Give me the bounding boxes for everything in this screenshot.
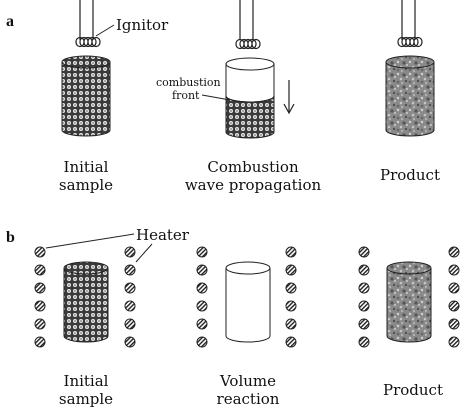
combustion-front-leader-line (201, 94, 231, 101)
caption-a2-line2: wave propagation (185, 176, 322, 194)
heater-coil-column-b3-left (358, 246, 370, 348)
heater-coil-column-b1-right (124, 246, 136, 348)
caption-b1-line2: sample (59, 390, 113, 408)
heater-coil-column-b3-right (448, 246, 460, 348)
caption-b2-line1: Volume (219, 372, 276, 390)
caption-b2-line2: reaction (217, 390, 280, 408)
combustion-front-label-line2: front (172, 89, 200, 102)
ignitor-icon (397, 0, 423, 48)
heater-label: Heater (136, 226, 190, 244)
down-arrow-icon (283, 80, 295, 115)
ignitor-icon (235, 0, 261, 50)
panel-b-product-sample (386, 261, 432, 343)
caption-a1-line2: sample (59, 176, 113, 194)
heater-coils (34, 246, 460, 348)
caption-a3-line1: Product (380, 166, 440, 184)
caption-b3-line1: Product (383, 381, 443, 399)
panel-b-label: b (6, 229, 15, 246)
ignitor-icon (75, 0, 101, 48)
heater-coil-column-b2-left (196, 246, 208, 348)
heater-coil-column-b1-left (34, 246, 46, 348)
heater-leader-line-right (135, 243, 153, 263)
panel-b-initial-sample (63, 261, 109, 343)
panel-a-initial-sample (61, 0, 111, 137)
caption-b1-line1: Initial (64, 372, 109, 390)
ignitor-label: Ignitor (116, 16, 169, 34)
heater-leader-line-left (45, 233, 135, 249)
panel-a-product-sample (385, 0, 435, 137)
caption-a2-line1: Combustion (207, 158, 299, 176)
caption-a1-line1: Initial (64, 158, 109, 176)
panel-a-combustion-sample (225, 0, 275, 139)
heater-coil-column-b2-right (285, 246, 297, 348)
combustion-front-label-line1: combustion (156, 76, 221, 89)
panel-b-volume-reaction-sample (225, 261, 271, 343)
ignitor-leader-line (95, 24, 115, 37)
panel-a-label: a (6, 13, 14, 30)
